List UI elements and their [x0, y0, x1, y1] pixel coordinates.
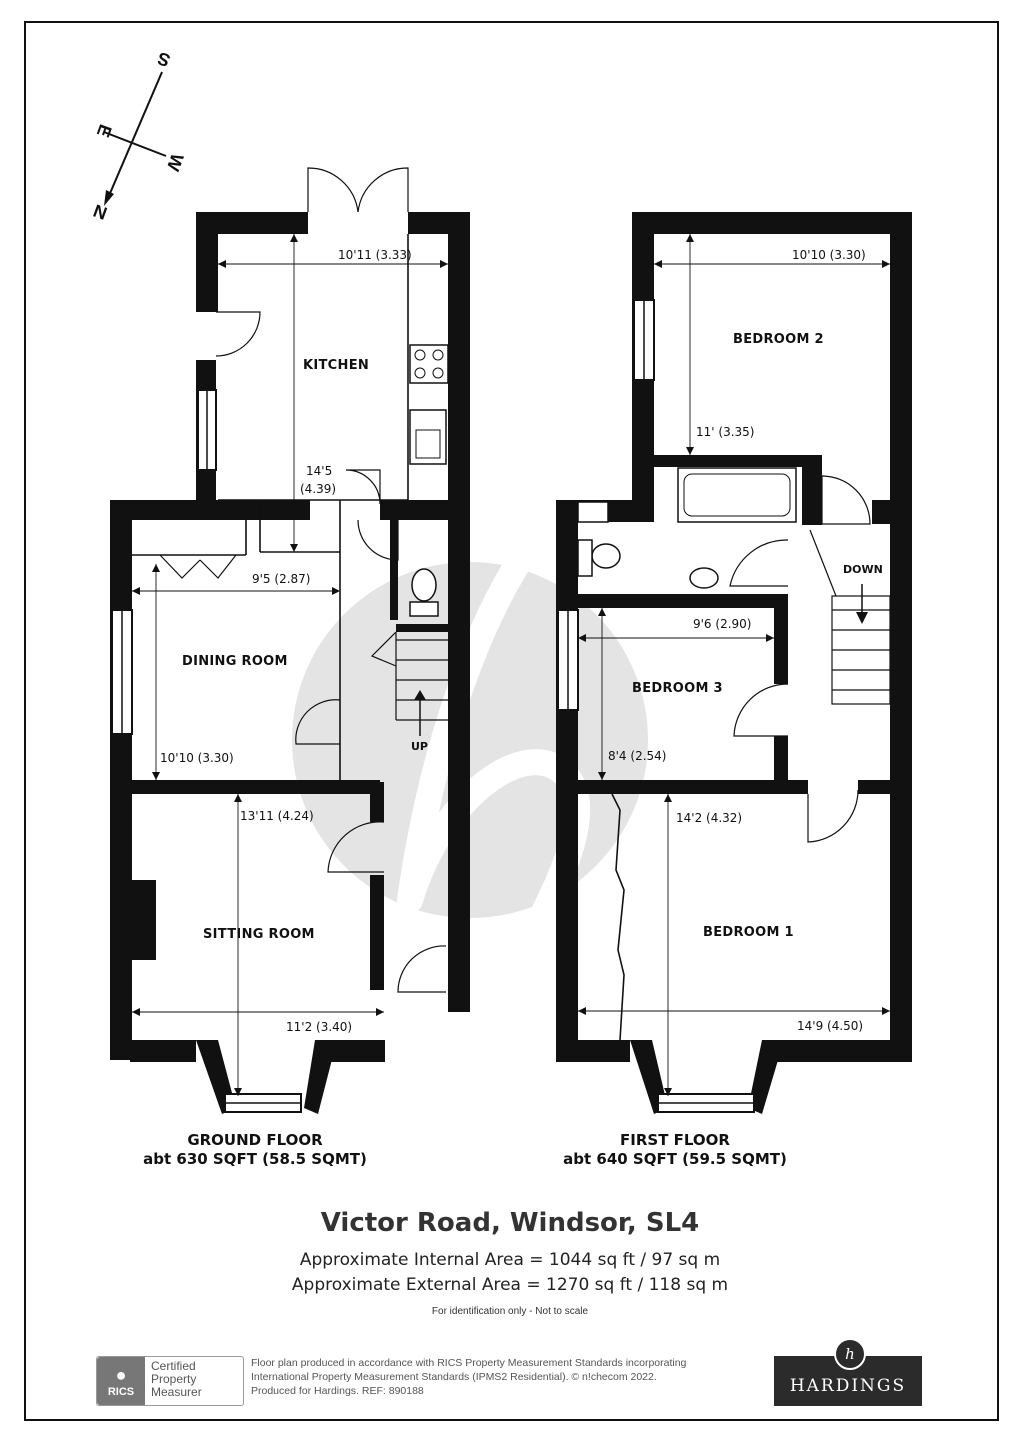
rics-line-2: Property	[151, 1372, 197, 1386]
dining-room-label: DINING ROOM	[182, 654, 288, 669]
sitting-width-label: 11'2 (3.40)	[286, 1020, 352, 1034]
page-border	[24, 21, 999, 1421]
first-floor-area: abt 640 SQFT (59.5 SQMT)	[563, 1150, 787, 1168]
disclaimer-line-1: Floor plan produced in accordance with R…	[251, 1357, 687, 1369]
bedroom2-width-label: 10'10 (3.30)	[792, 248, 866, 262]
compass-w: W	[163, 151, 188, 174]
internal-area: Approximate Internal Area = 1044 sq ft /…	[299, 1250, 721, 1270]
rics-globe-icon: ●	[115, 1364, 127, 1385]
scale-note: For identification only - Not to scale	[431, 1306, 589, 1317]
stairs-up-label: UP	[411, 740, 428, 753]
disclaimer-line-2: International Property Measurement Stand…	[251, 1371, 657, 1383]
stairs-down-label: DOWN	[843, 563, 883, 576]
bedroom3-length-label: 8'4 (2.54)	[608, 749, 666, 763]
bedroom3-label: BEDROOM 3	[632, 681, 723, 696]
disclaimer: Floor plan produced in accordance with R…	[251, 1356, 791, 1398]
first-floor-title: FIRST FLOOR	[620, 1131, 730, 1149]
compass-e: E	[93, 122, 116, 140]
sitting-room-label: SITTING ROOM	[203, 927, 315, 942]
rics-certification-text: Certified Property Measurer	[145, 1357, 202, 1405]
kitchen-length-label-b: (4.39)	[300, 482, 336, 496]
bedroom3-width-label: 9'6 (2.90)	[693, 617, 751, 631]
bedroom2-length-label: 11' (3.35)	[696, 425, 754, 439]
rics-logo: ● RICS	[97, 1357, 145, 1405]
ground-floor-caption: GROUND FLOOR abt 630 SQFT (58.5 SQMT)	[100, 1131, 410, 1169]
rics-line-3: Measurer	[151, 1385, 202, 1399]
rics-badge: ● RICS Certified Property Measurer	[96, 1356, 244, 1406]
property-title: Victor Road, Windsor, SL4	[320, 1208, 700, 1238]
disclaimer-line-3: Produced for Hardings. REF: 890188	[251, 1385, 424, 1397]
kitchen-width-label: 10'11 (3.33)	[338, 248, 412, 262]
dining-length-label: 10'10 (3.30)	[160, 751, 234, 765]
hardings-brand-text: HARDINGS	[789, 1376, 907, 1396]
bedroom1-length-label: 14'2 (4.32)	[676, 811, 742, 825]
ground-floor-title: GROUND FLOOR	[187, 1131, 323, 1149]
compass-icon: S N E W	[91, 48, 188, 224]
sitting-length-label: 13'11 (4.24)	[240, 809, 314, 823]
dining-width-label: 9'5 (2.87)	[252, 572, 310, 586]
kitchen-length-label-a: 14'5	[306, 464, 332, 478]
external-area: Approximate External Area = 1270 sq ft /…	[291, 1275, 729, 1295]
rics-logo-text: RICS	[107, 1385, 135, 1398]
hardings-emblem-icon: h	[834, 1338, 866, 1370]
first-floor-caption: FIRST FLOOR abt 640 SQFT (59.5 SQMT)	[520, 1131, 830, 1169]
bedroom2-label: BEDROOM 2	[733, 332, 824, 347]
compass-s: S	[155, 48, 173, 71]
rics-line-1: Certified	[151, 1359, 196, 1373]
ground-floor-area: abt 630 SQFT (58.5 SQMT)	[143, 1150, 367, 1168]
kitchen-label: KITCHEN	[303, 358, 369, 373]
bedroom1-width-label: 14'9 (4.50)	[797, 1019, 863, 1033]
bedroom1-label: BEDROOM 1	[703, 925, 794, 940]
ground-floor-plan: 10'11 (3.33) KITCHEN 14'5 (4.39) 9'5 (2.…	[110, 167, 470, 1114]
first-floor-plan: 10'10 (3.30) BEDROOM 2 11' (3.35) DOWN 9…	[556, 212, 912, 1114]
compass-n: N	[91, 200, 110, 223]
